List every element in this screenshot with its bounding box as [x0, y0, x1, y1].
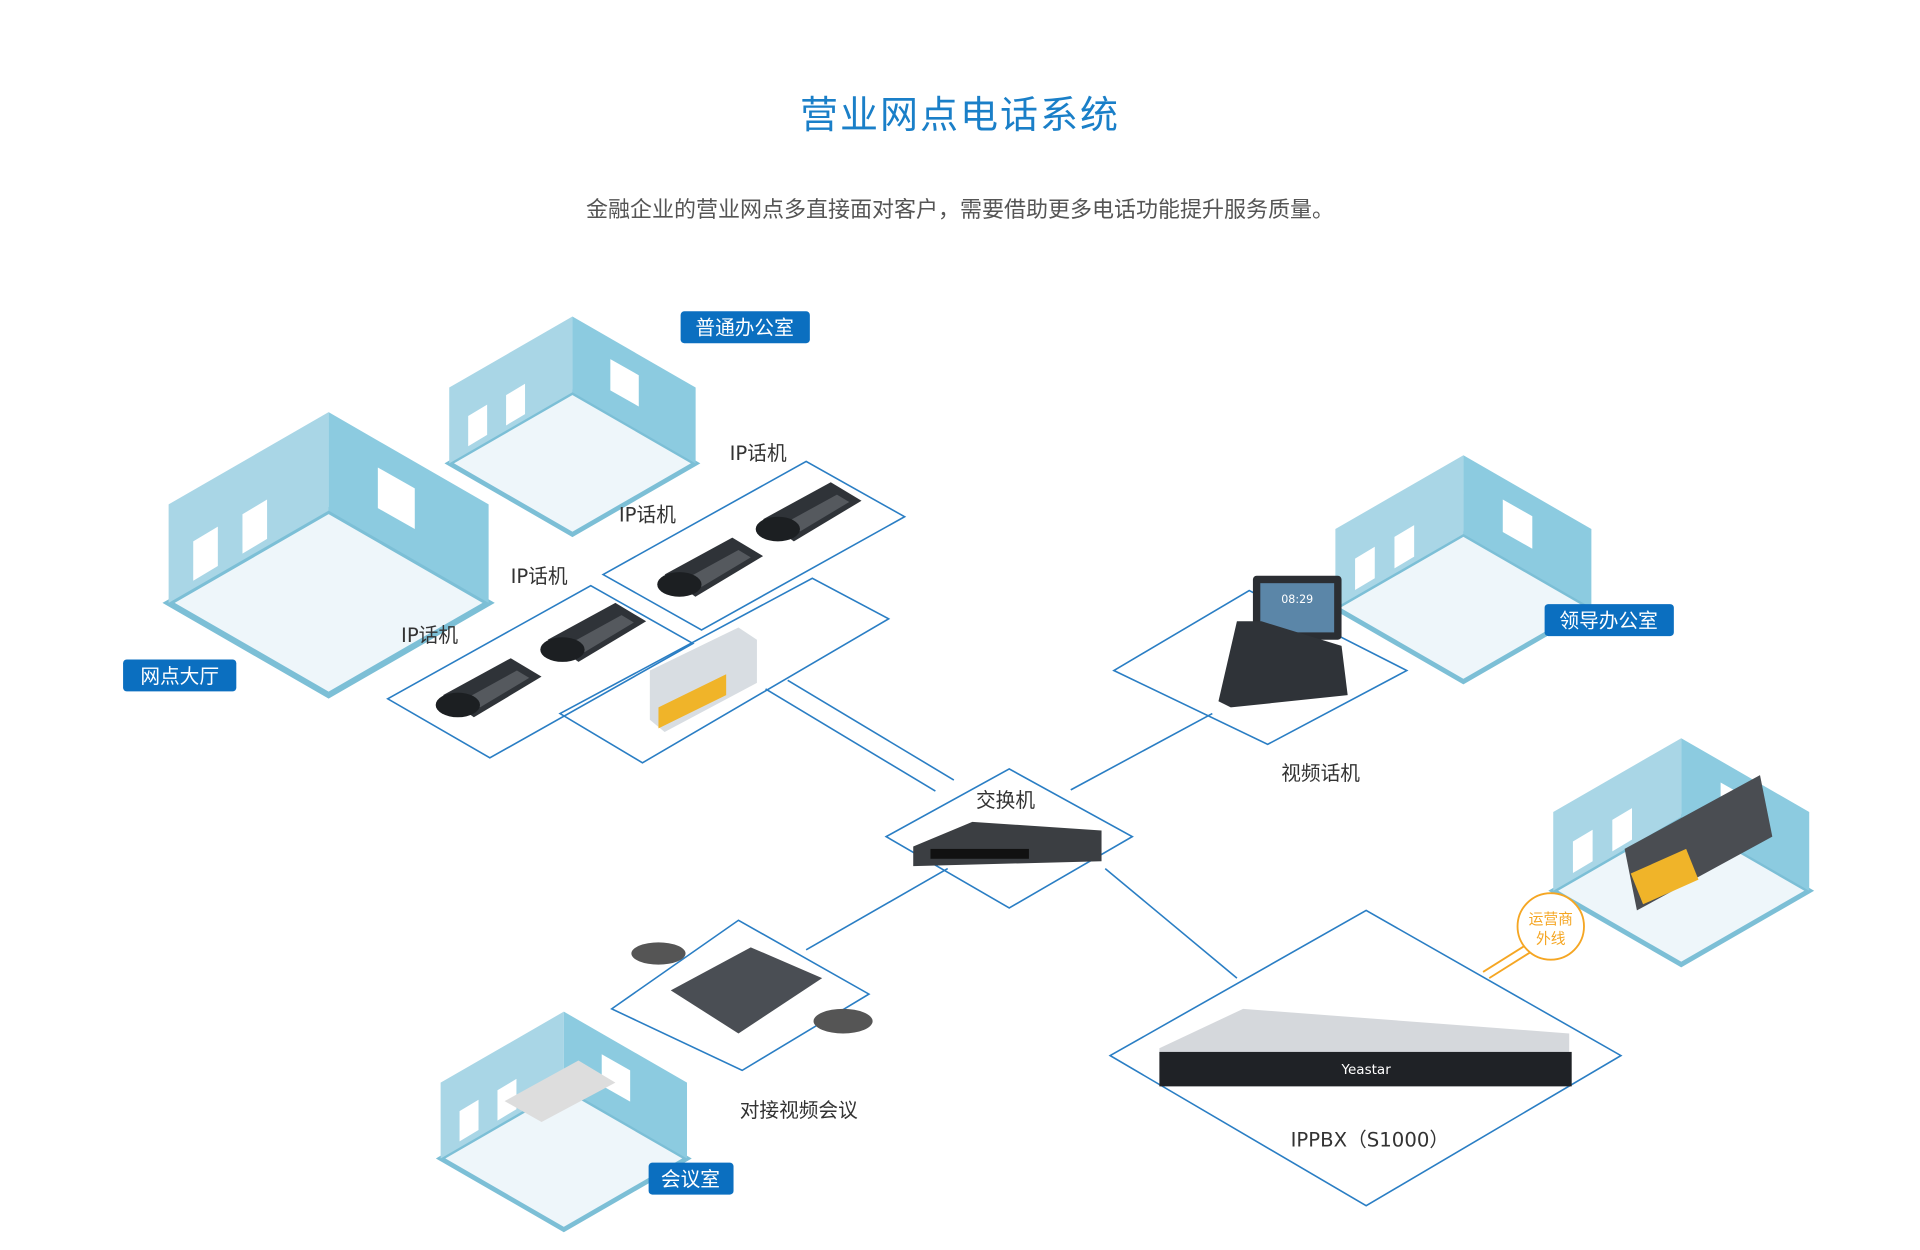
- archive-shelf-icon: [649, 627, 757, 733]
- badge-meeting-room: 会议室: [648, 1162, 734, 1195]
- ip-phone-zone-upper: [601, 460, 907, 631]
- svg-text:运营商: 运营商: [1529, 911, 1573, 928]
- label-video-phone: 视频话机: [1281, 762, 1360, 785]
- server-brand: Yeastar: [1341, 1062, 1392, 1078]
- ip-phone-icon: [755, 482, 862, 542]
- switch-zone: [884, 768, 1134, 909]
- svg-text:网点大厅: 网点大厅: [140, 665, 219, 688]
- conference-phone-icon: [631, 942, 873, 1034]
- video-phone-screen-time: 08:29: [1281, 593, 1313, 606]
- lobby-room: [169, 412, 489, 695]
- ip-phone-icon: [540, 602, 647, 662]
- ippbx-server-icon: Yeastar: [1159, 1008, 1572, 1087]
- general-office-room: [449, 316, 695, 534]
- archive-zone: [558, 577, 891, 764]
- connection-lines: [765, 679, 1533, 979]
- label-video-conference: 对接视频会议: [740, 1099, 858, 1122]
- svg-text:会议室: 会议室: [661, 1168, 720, 1191]
- leader-office-room: [1335, 455, 1591, 681]
- video-phone-icon: 08:29: [1218, 575, 1348, 708]
- svg-text:外线: 外线: [1536, 931, 1566, 948]
- label-ip-phone: IP话机: [401, 624, 458, 647]
- page-subtitle: 金融企业的营业网点多直接面对客户，需要借助更多电话功能提升服务质量。: [585, 198, 1334, 223]
- switch-icon: [913, 821, 1102, 867]
- label-ip-phone: IP话机: [619, 504, 676, 527]
- badge-lobby: 网点大厅: [123, 659, 237, 692]
- ip-phone-icon: [435, 658, 542, 718]
- ip-phone-zone-lower: [386, 584, 695, 759]
- label-ip-phone: IP话机: [511, 565, 568, 588]
- label-ip-phone: IP话机: [730, 442, 787, 465]
- ip-phone-icon: [657, 537, 764, 597]
- ippbx-zone: [1108, 909, 1623, 1207]
- svg-text:领导办公室: 领导办公室: [1559, 609, 1657, 632]
- carrier-line-callout: 运营商 外线: [1516, 892, 1585, 961]
- page-title: 营业网点电话系统: [799, 93, 1120, 137]
- label-ippbx: IPPBX（S1000）: [1291, 1129, 1449, 1152]
- video-phone-zone: [1112, 589, 1409, 746]
- svg-text:普通办公室: 普通办公室: [695, 317, 793, 340]
- badge-leader-office: 领导办公室: [1544, 604, 1674, 637]
- meeting-room: [441, 1012, 687, 1230]
- badge-general-office: 普通办公室: [680, 311, 810, 344]
- label-switch: 交换机: [976, 789, 1035, 812]
- conference-zone: [610, 919, 871, 1072]
- server-room: [1553, 738, 1809, 964]
